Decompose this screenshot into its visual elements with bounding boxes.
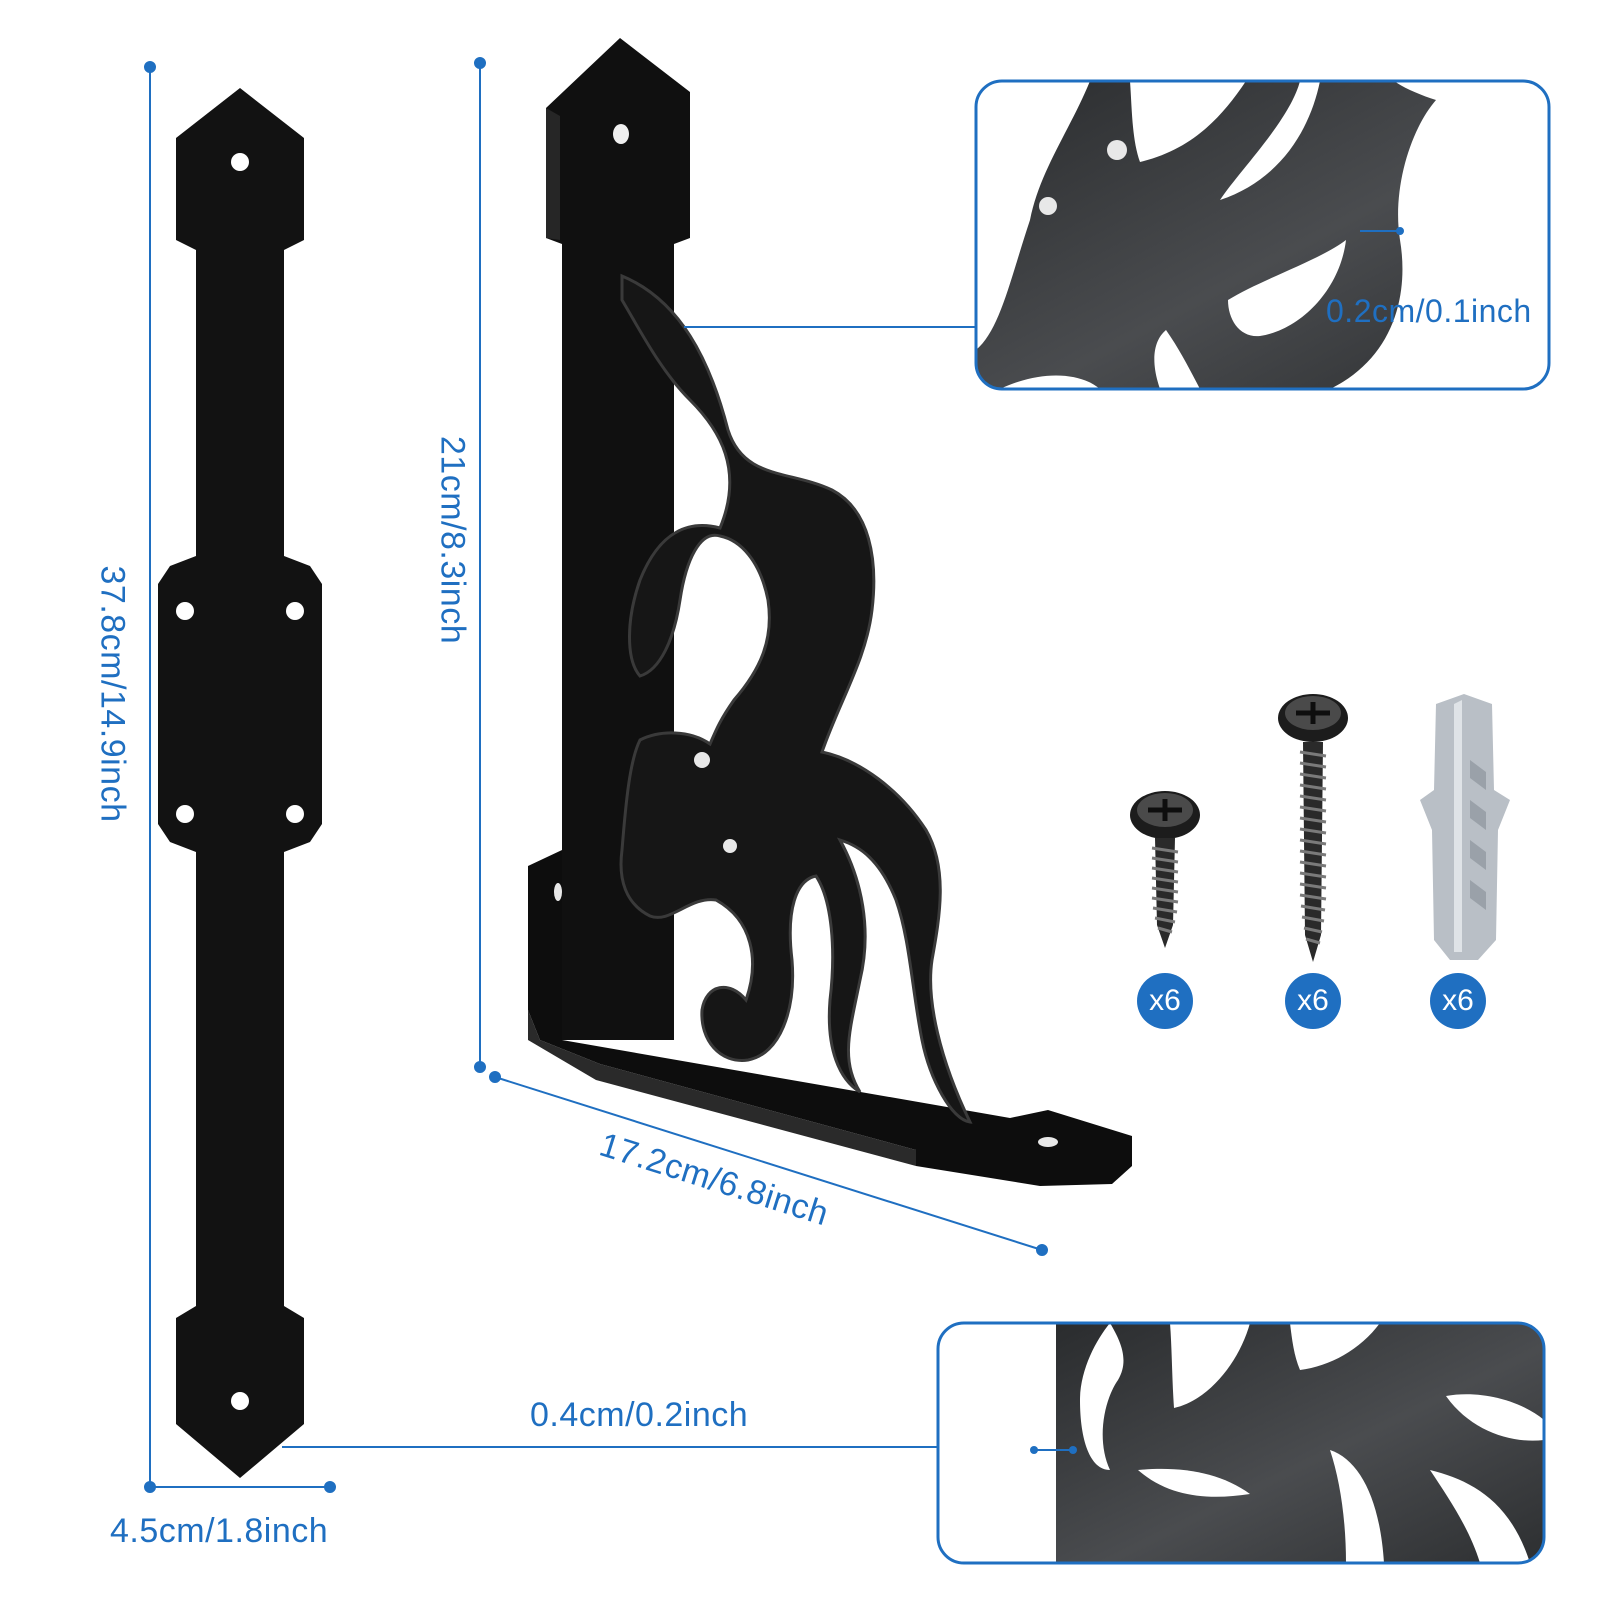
long-screw [1278, 694, 1348, 962]
bracket-dimension-lines [474, 57, 1048, 1256]
wall-anchor-quantity-badge: x6 [1430, 973, 1486, 1029]
strap-length-label: 37.8cm/14.9inch [93, 565, 132, 823]
strap-thickness-label: 0.4cm/0.2inch [530, 1396, 749, 1434]
strap-dimension-lines [144, 61, 938, 1493]
zoom-detail-bottom [936, 1321, 1546, 1565]
flat-strap [158, 88, 322, 1478]
octopus-bracket [528, 38, 1132, 1186]
long-screw-quantity-badge: x6 [1285, 973, 1341, 1029]
bracket-height-label: 21cm/8.3inch [433, 435, 472, 645]
cutout-thickness-label: 0.2cm/0.1inch [1326, 293, 1532, 329]
short-screw [1130, 791, 1200, 948]
zoom-detail-top [974, 79, 1551, 391]
wall-anchor [1420, 694, 1510, 960]
strap-width-label: 4.5cm/1.8inch [110, 1512, 329, 1550]
short-screw-quantity-badge: x6 [1137, 973, 1193, 1029]
